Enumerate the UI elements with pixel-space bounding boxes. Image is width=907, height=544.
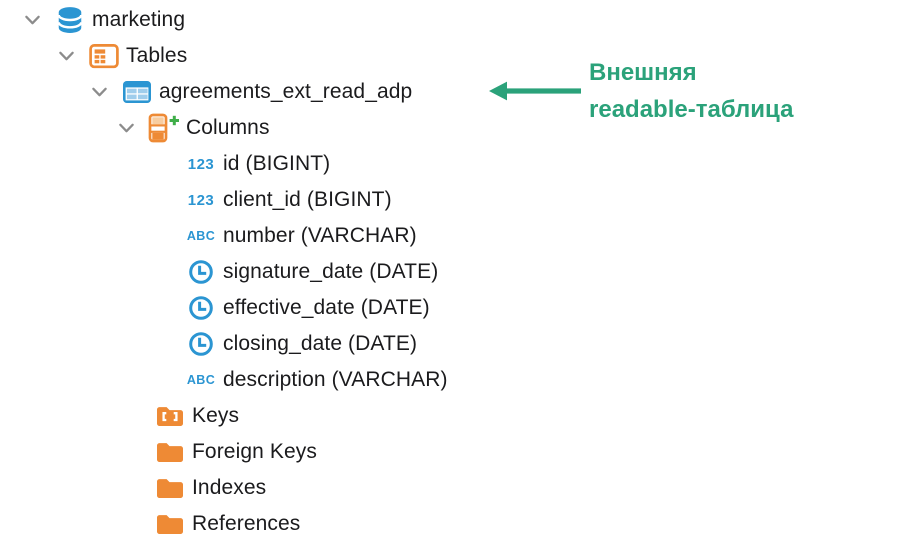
annotation-arrow-icon	[489, 80, 581, 102]
string-column-icon: ABC	[186, 229, 216, 243]
date-column-icon	[185, 295, 217, 321]
table-icon	[121, 79, 153, 105]
tree-item-label: References	[192, 512, 301, 535]
tree-row-tables[interactable]: Tables	[0, 38, 907, 74]
tree-item-label: number (VARCHAR)	[223, 224, 417, 247]
date-column-icon	[185, 331, 217, 357]
chevron-down-icon[interactable]	[18, 14, 54, 26]
tree-row-marketing[interactable]: marketing	[0, 2, 907, 38]
tree-row-agreements-ext-read-adp[interactable]: agreements_ext_read_adp	[0, 74, 907, 110]
tree-row-column-signature-date[interactable]: signature_date (DATE)	[0, 254, 907, 290]
folder-icon	[154, 439, 186, 465]
numeric-column-icon: 123	[187, 191, 215, 209]
tree-item-label: agreements_ext_read_adp	[159, 80, 413, 103]
tree-item-label: signature_date (DATE)	[223, 260, 439, 283]
columns-add-icon	[148, 113, 180, 143]
tree-row-column-client-id[interactable]: 123 client_id (BIGINT)	[0, 182, 907, 218]
tree-item-label: description (VARCHAR)	[223, 368, 448, 391]
tree-row-keys[interactable]: Keys	[0, 398, 907, 434]
tree-item-label: effective_date (DATE)	[223, 296, 430, 319]
tree-row-indexes[interactable]: Indexes	[0, 470, 907, 506]
tree-item-label: Columns	[186, 116, 270, 139]
date-column-icon	[185, 259, 217, 285]
tree-item-label: client_id (BIGINT)	[223, 188, 392, 211]
tree-row-column-closing-date[interactable]: closing_date (DATE)	[0, 326, 907, 362]
tree-item-label: Keys	[192, 404, 240, 427]
tree-row-column-description[interactable]: ABC description (VARCHAR)	[0, 362, 907, 398]
annotation-line-2: readable-таблица	[589, 96, 794, 123]
tree-item-label: id (BIGINT)	[223, 152, 331, 175]
tree-row-columns[interactable]: Columns	[0, 110, 907, 146]
tree-row-column-number[interactable]: ABC number (VARCHAR)	[0, 218, 907, 254]
tables-folder-icon	[88, 43, 120, 69]
tree-item-label: Indexes	[192, 476, 267, 499]
tree-item-label: Foreign Keys	[192, 440, 317, 463]
tree-row-column-effective-date[interactable]: effective_date (DATE)	[0, 290, 907, 326]
tree-item-label: Tables	[126, 44, 188, 67]
folder-icon	[154, 475, 186, 501]
chevron-down-icon[interactable]	[52, 50, 88, 62]
tree-row-foreign-keys[interactable]: Foreign Keys	[0, 434, 907, 470]
annotation-text: Внешняя readable-таблица	[589, 54, 793, 128]
string-column-icon: ABC	[186, 373, 216, 387]
tree-item-label: closing_date (DATE)	[223, 332, 418, 355]
numeric-column-icon: 123	[187, 155, 215, 173]
keys-icon	[154, 403, 186, 429]
tree-row-references[interactable]: References	[0, 506, 907, 542]
tree-item-label: marketing	[92, 8, 186, 31]
tree-row-column-id[interactable]: 123 id (BIGINT)	[0, 146, 907, 182]
annotation-line-1: Внешняя	[589, 59, 697, 86]
folder-icon	[154, 511, 186, 537]
chevron-down-icon[interactable]	[85, 86, 121, 98]
database-icon	[54, 5, 86, 35]
chevron-down-icon[interactable]	[112, 122, 148, 134]
